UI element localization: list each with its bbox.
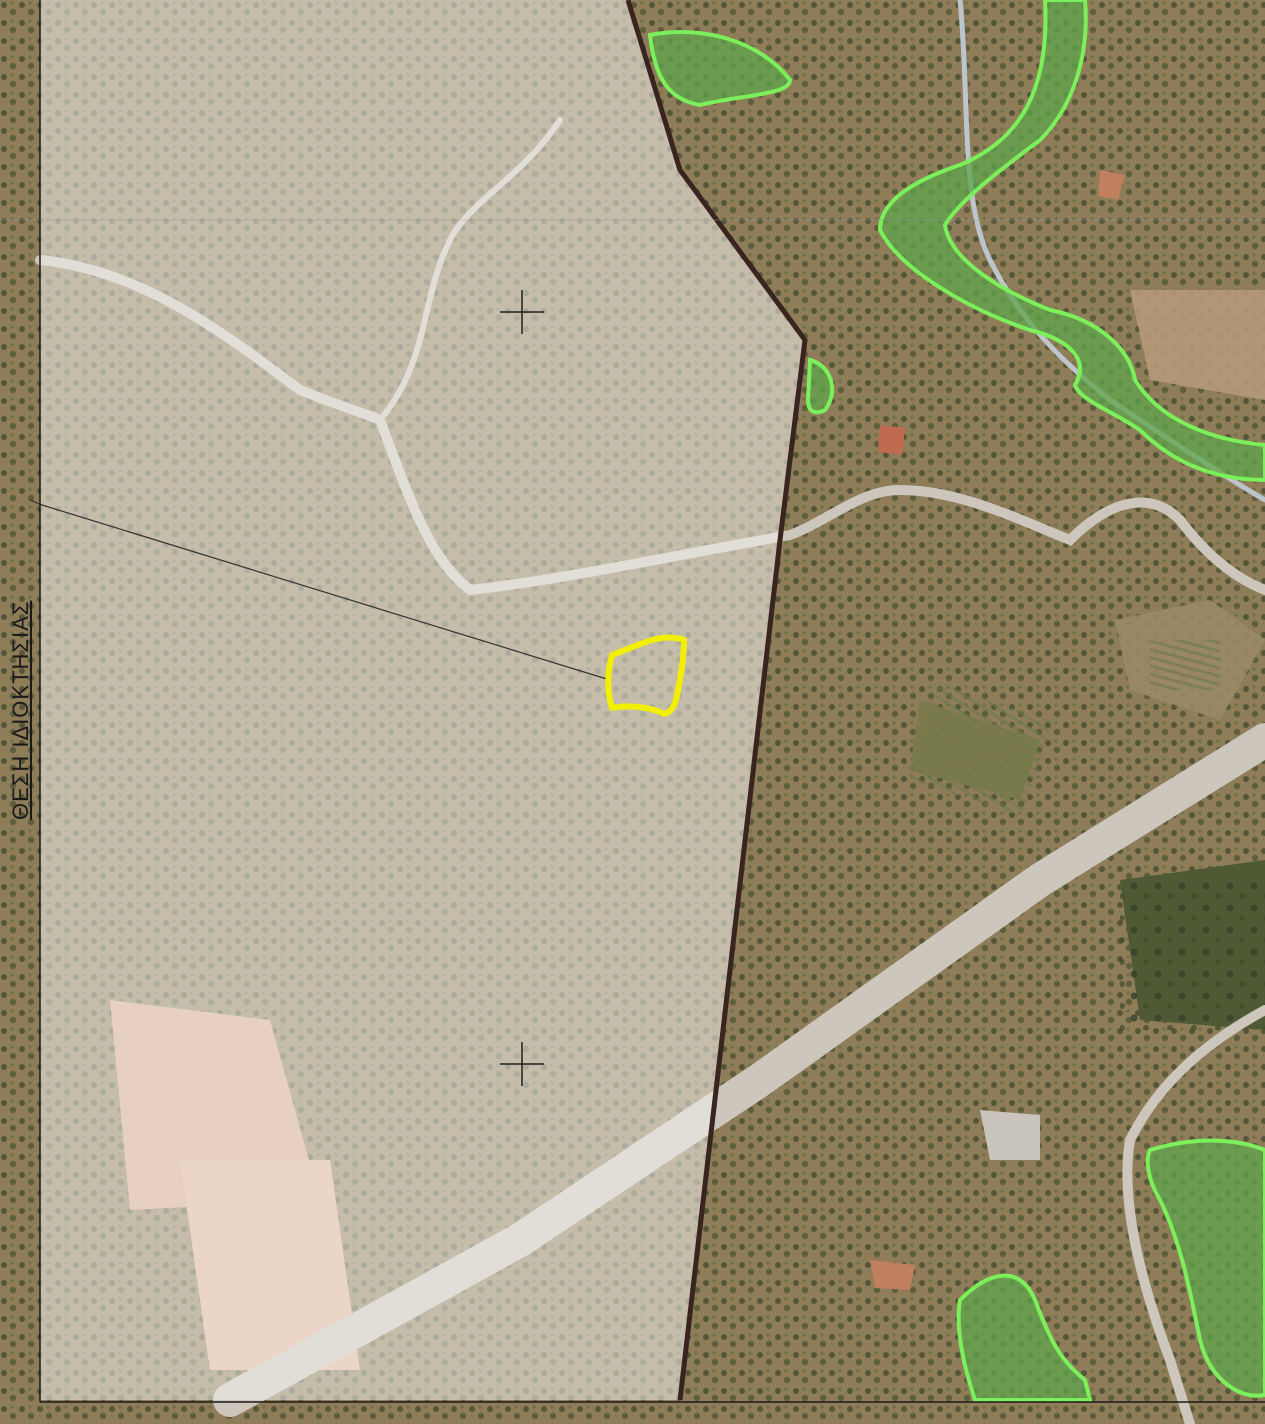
zone-boundary-line [625, 0, 808, 1401]
yellow-property-outline [605, 634, 687, 717]
grid-cross-markers [500, 290, 544, 1086]
green-forest-polygons [647, 0, 1265, 1402]
leader-line [29, 499, 611, 681]
property-location-label: ΘΕΣΗ ΙΔΙΟΚΤΗΣΙΑΣ [8, 600, 33, 820]
